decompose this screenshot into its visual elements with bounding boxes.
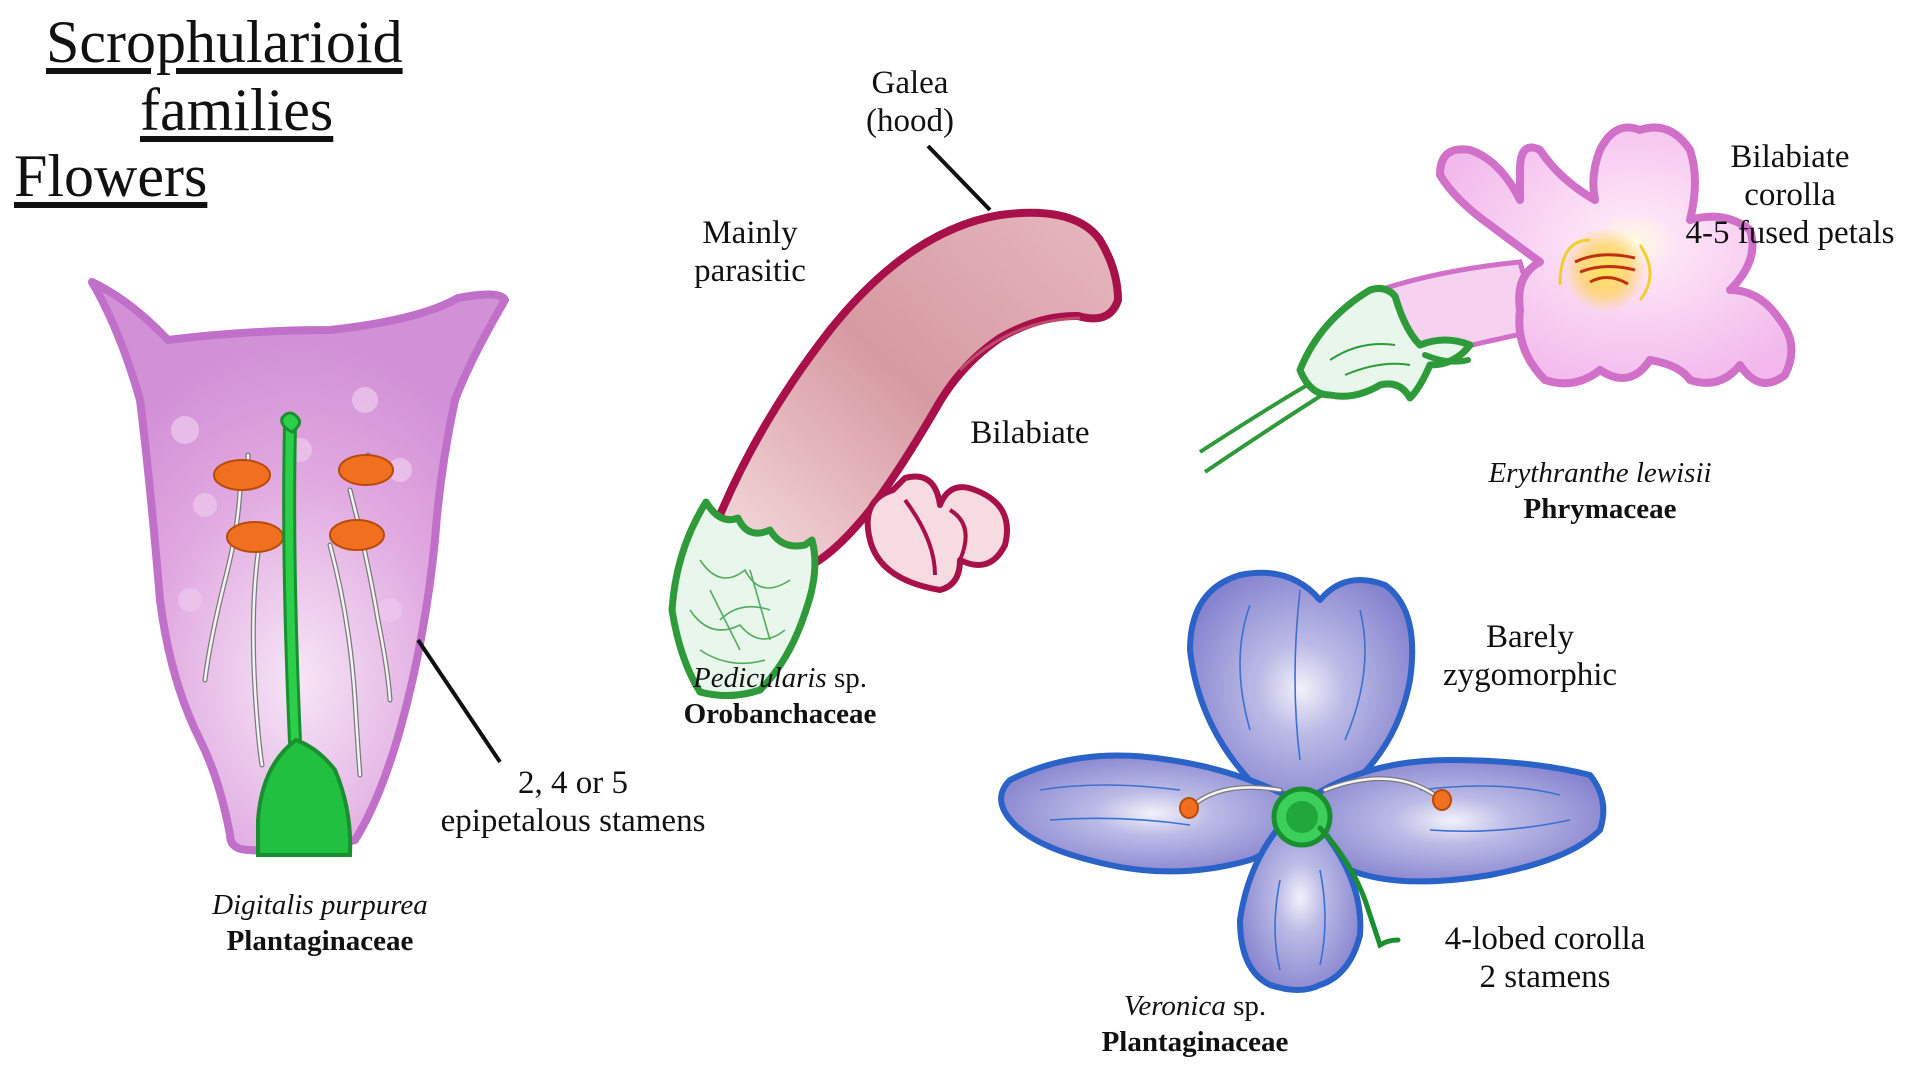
parasitic-label: Mainly parasitic bbox=[694, 215, 806, 289]
stamen-label: 2, 4 or 5 epipetalous stamens bbox=[440, 765, 706, 839]
pedicularis-lower-lip bbox=[864, 473, 1010, 593]
galea-label: Galea (hood) bbox=[866, 65, 954, 139]
veronica-petal-left bbox=[998, 752, 1308, 875]
veronica-anther-right bbox=[1432, 789, 1452, 811]
erythranthe-label: Bilabiate corolla 4-5 fused petals bbox=[1685, 139, 1895, 251]
veronica-flower bbox=[998, 569, 1607, 993]
veronica-genus: Veronica bbox=[1123, 990, 1226, 1022]
veronica-suffix: sp. bbox=[1225, 990, 1267, 1022]
digitalis-caption: Digitalis purpurea Plantaginaceae bbox=[170, 887, 470, 959]
digitalis-filaments-inner bbox=[203, 453, 392, 777]
digitalis-ovary bbox=[256, 737, 353, 857]
digitalis-anthers bbox=[213, 454, 394, 553]
zygomorphic-label: Barely zygomorphic bbox=[1442, 619, 1618, 693]
galea-leader-line bbox=[926, 144, 992, 212]
veronica-ovary-center bbox=[1286, 801, 1318, 833]
pedicularis-caption: Pedicularis sp. Orobanchaceae bbox=[630, 660, 930, 732]
title-line-1: Scrophularioid bbox=[46, 9, 403, 75]
erythranthe-species: Erythranthe lewisii bbox=[1488, 457, 1712, 489]
pedicularis-calyx bbox=[668, 498, 819, 699]
digitalis-species: Digitalis purpurea bbox=[212, 889, 428, 921]
erythranthe-throat-glow bbox=[1563, 228, 1647, 312]
erythranthe-family: Phrymaceae bbox=[1523, 493, 1677, 525]
title-line-2: families bbox=[140, 77, 334, 143]
pedicularis-family: Orobanchaceae bbox=[683, 698, 877, 730]
veronica-caption: Veronica sp. Plantaginaceae bbox=[1045, 988, 1345, 1060]
title-line-3: Flowers bbox=[14, 143, 208, 209]
pedicularis-flower bbox=[668, 144, 1122, 699]
veronica-petal-bottom bbox=[1237, 802, 1364, 993]
veronica-corolla-label: 4-lobed corolla 2 stamens bbox=[1444, 921, 1646, 995]
pedicularis-genus: Pedicularis bbox=[693, 662, 827, 694]
veronica-family: Plantaginaceae bbox=[1101, 1026, 1289, 1058]
veronica-veins bbox=[1039, 589, 1571, 971]
erythranthe-caption: Erythranthe lewisii Phrymaceae bbox=[1450, 455, 1750, 527]
pedicularis-galea bbox=[716, 208, 1122, 575]
veronica-style bbox=[1317, 825, 1401, 949]
corolla-spots bbox=[171, 387, 412, 622]
digitalis-flower bbox=[88, 278, 509, 857]
stamen-leader-line bbox=[416, 638, 502, 764]
erythranthe-flower bbox=[1198, 123, 1796, 474]
calyx-scribbles bbox=[689, 559, 791, 665]
veronica-petal-top bbox=[1187, 569, 1416, 808]
pedicularis-suffix: sp. bbox=[826, 662, 867, 694]
veronica-anther-left bbox=[1179, 797, 1199, 819]
digitalis-stigma bbox=[280, 411, 301, 434]
digitalis-family: Plantaginaceae bbox=[226, 925, 414, 957]
erythranthe-throat bbox=[1574, 253, 1636, 286]
bilabiate-label: Bilabiate bbox=[970, 415, 1090, 451]
